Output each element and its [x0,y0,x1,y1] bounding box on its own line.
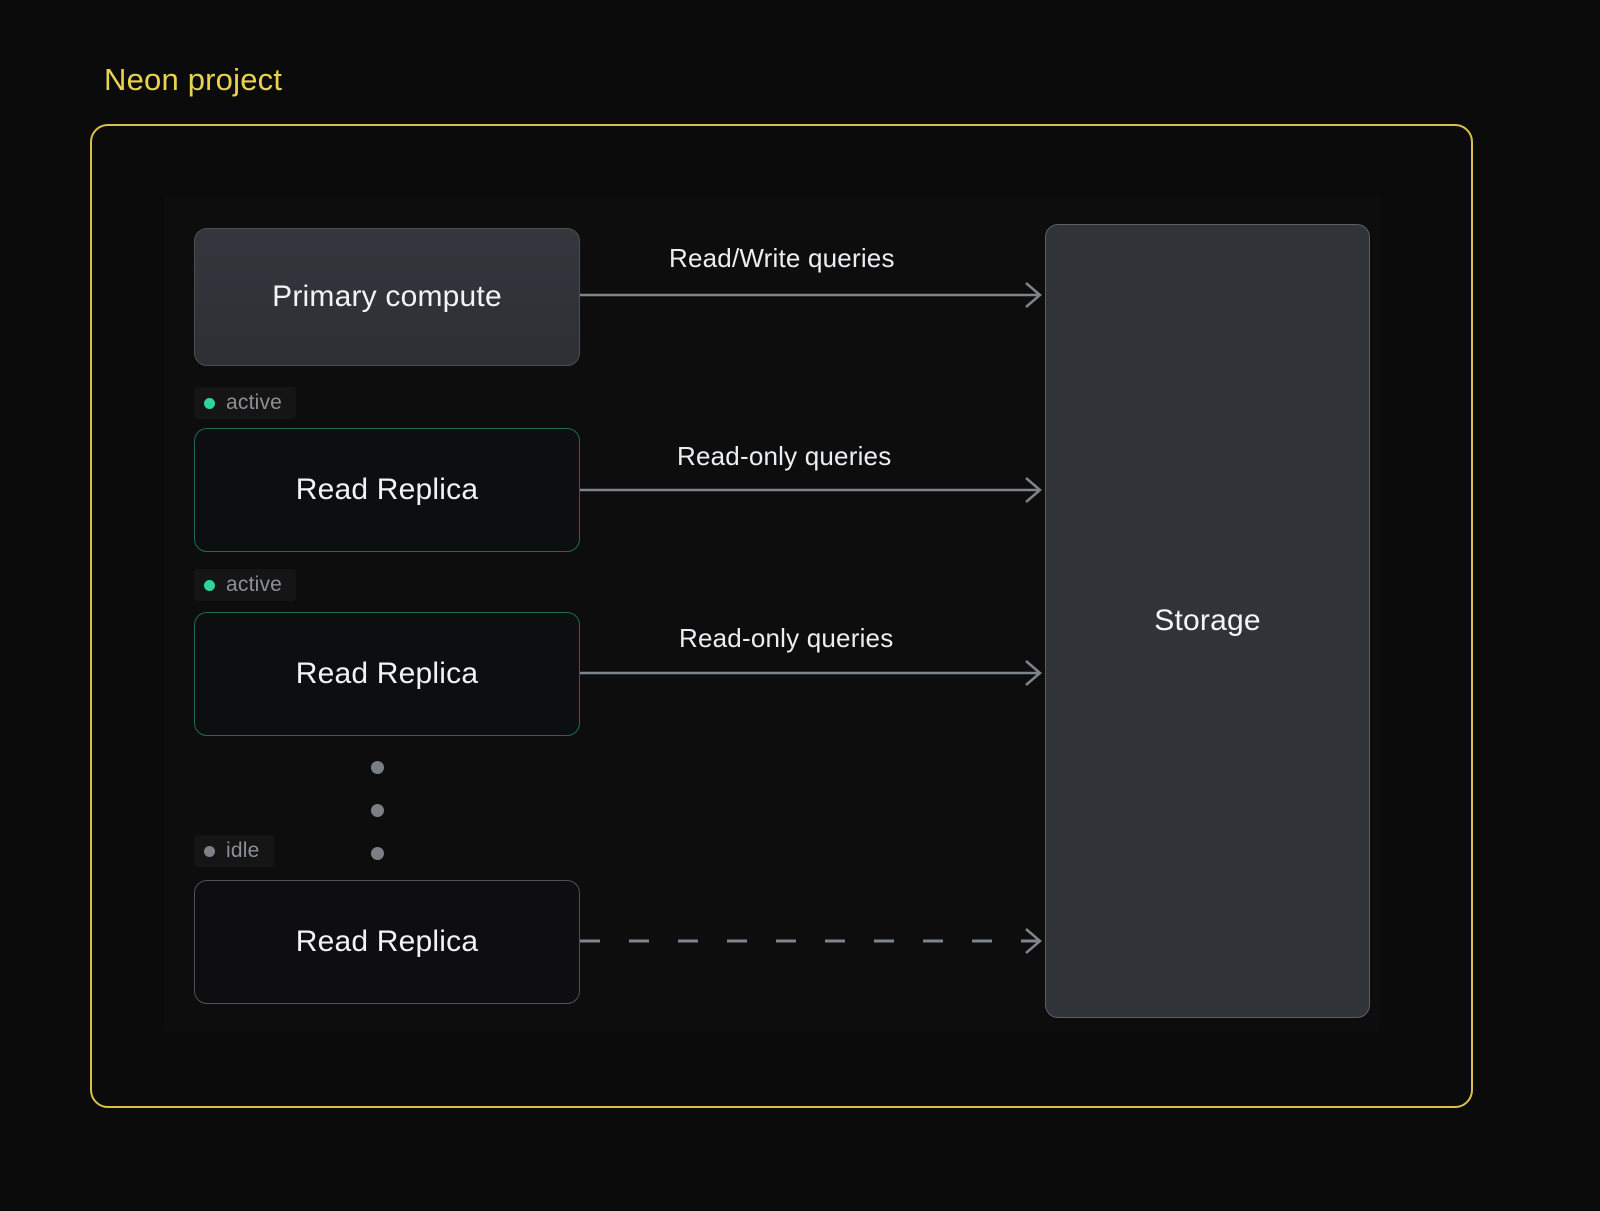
ellipsis-dot [371,847,384,860]
node-read-replica-2[interactable]: Read Replica [194,612,580,736]
vertical-ellipsis-icon [371,761,384,860]
status-dot-active-icon [204,397,215,409]
edge-label-read-only-queries-2: Read-only queries [679,623,894,653]
node-storage[interactable]: Storage [1045,224,1370,1018]
ellipsis-dot [371,761,384,774]
status-badge-idle: idle [194,835,274,867]
node-read-replica-1[interactable]: Read Replica [194,428,580,552]
status-dot-idle-icon [204,845,215,857]
status-badge-active-2: active [194,569,296,601]
status-badge-active-1: active [194,387,296,419]
project-boundary-frame [90,124,1473,1108]
edge-label-read-only-queries-1: Read-only queries [677,441,892,471]
ellipsis-dot [371,804,384,817]
node-primary-compute[interactable]: Primary compute [194,228,580,366]
status-dot-active-icon [204,579,215,591]
status-badge-label: idle [226,839,260,862]
status-badge-label: active [226,573,283,596]
status-badge-label: active [226,391,283,414]
node-read-replica-idle[interactable]: Read Replica [194,880,580,1004]
page-title: Neon project [104,62,283,97]
edge-label-read-write-queries: Read/Write queries [669,243,895,273]
